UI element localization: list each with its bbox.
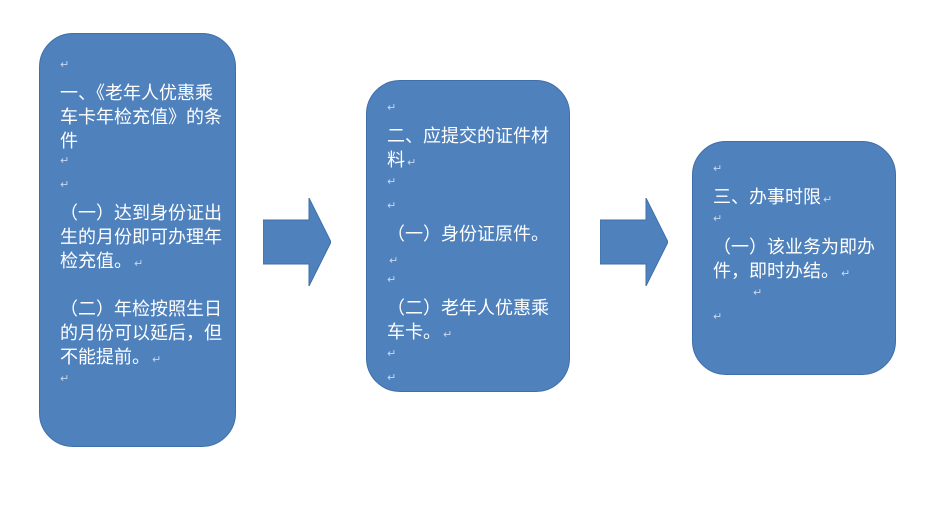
step-2-item-1: （一）身份证原件。	[387, 223, 559, 273]
paragraph-mark-icon	[713, 310, 885, 334]
paragraph-mark-icon	[713, 212, 885, 236]
paragraph-mark-icon	[387, 101, 559, 125]
paragraph-mark-icon	[387, 273, 559, 297]
step-1-heading: 一、《老年人优惠乘车卡年检充值》的条件	[60, 83, 222, 152]
step-3-heading: 三、办事时限	[713, 186, 885, 212]
paragraph-mark-icon	[387, 347, 559, 371]
step-2-item-2: （二）老年人优惠乘车卡。	[387, 297, 559, 347]
arrow-right-icon	[263, 198, 331, 286]
paragraph-mark-icon	[713, 286, 885, 310]
paragraph-mark-icon	[713, 162, 885, 186]
paragraph-mark-icon	[387, 199, 559, 223]
step-box-conditions: 一、《老年人优惠乘车卡年检充值》的条件 （一）达到身份证出生的月份即可办理年检充…	[39, 33, 236, 447]
step-1-item-1: （一）达到身份证出生的月份即可办理年检充值。	[60, 202, 225, 276]
step-3-item-1: （一）该业务为即办件，即时办结。	[713, 236, 885, 286]
paragraph-mark-icon	[60, 178, 225, 202]
paragraph-mark-icon	[387, 371, 559, 395]
step-1-item-2: （二）年检按照生日的月份可以延后，但不能提前。	[60, 298, 225, 372]
step-2-heading: 二、应提交的证件材料	[387, 125, 559, 175]
paragraph-mark-icon	[60, 154, 225, 178]
paragraph-mark-icon	[387, 175, 559, 199]
paragraph-mark-icon	[60, 58, 225, 82]
step-box-time-limit: 三、办事时限 （一）该业务为即办件，即时办结。	[692, 141, 896, 375]
step-box-materials: 二、应提交的证件材料 （一）身份证原件。 （二）老年人优惠乘车卡。	[366, 80, 570, 392]
paragraph-mark-icon	[60, 372, 225, 396]
arrow-right-icon	[600, 198, 668, 286]
